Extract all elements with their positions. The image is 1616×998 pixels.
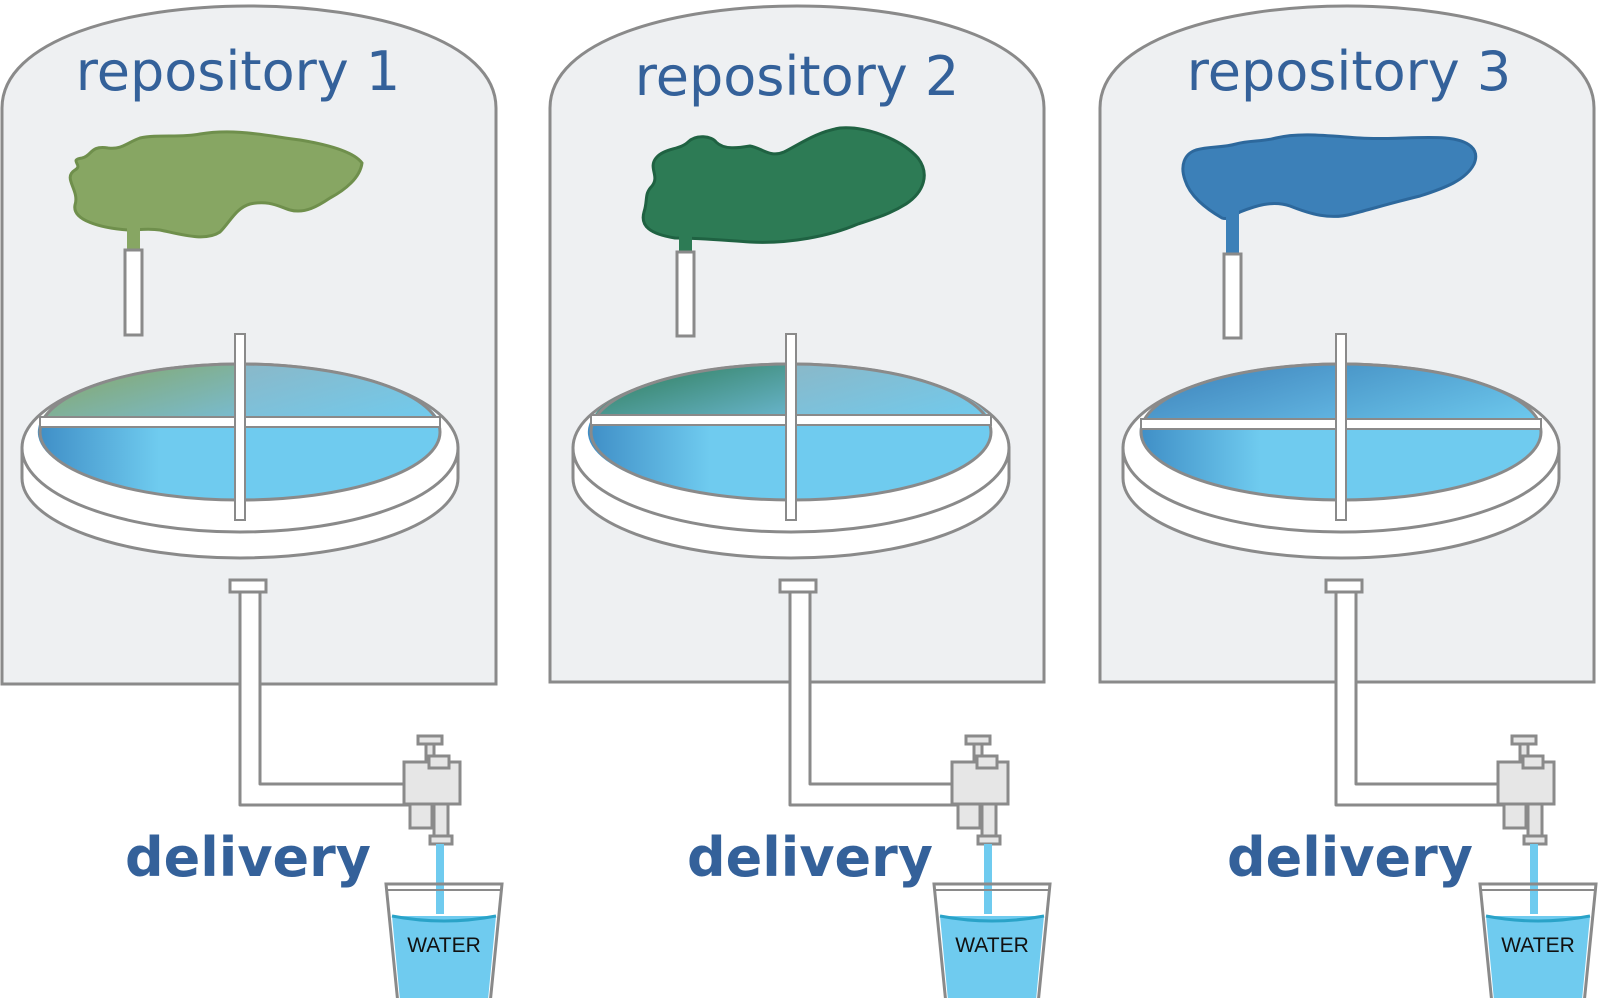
source-blob [68, 130, 364, 239]
inlet-pipe [1222, 252, 1243, 340]
water-cup-icon: WATER [1478, 882, 1598, 998]
treatment-basin [20, 333, 460, 560]
source-stem [127, 226, 140, 252]
cup-label: WATER [1501, 934, 1575, 957]
delivery-label: delivery [125, 826, 371, 889]
cup-label: WATER [955, 934, 1029, 957]
repository-title: repository 1 [76, 40, 401, 103]
source-blob [641, 126, 926, 244]
repository-3: repository 3 de [1098, 4, 1598, 998]
cup-label: WATER [407, 934, 481, 957]
source-blob [1181, 133, 1478, 220]
repository-1: repository 1 de [0, 4, 504, 998]
repository-title: repository 3 [1187, 40, 1512, 103]
repository-2: repository 2 de [548, 4, 1052, 998]
inlet-pipe [123, 248, 144, 337]
water-cup-icon: WATER [932, 882, 1052, 998]
water-stream [1530, 844, 1538, 914]
source-stem [679, 234, 692, 254]
treatment-basin [1121, 333, 1561, 560]
faucet-icon [950, 734, 1010, 846]
delivery-label: delivery [687, 826, 933, 889]
source-stem [1226, 200, 1239, 254]
repository-title: repository 2 [635, 45, 960, 108]
treatment-basin [571, 333, 1011, 560]
faucet-icon [402, 734, 462, 846]
water-cup-icon: WATER [384, 882, 504, 998]
delivery-label: delivery [1227, 826, 1473, 889]
water-stream [436, 844, 444, 914]
water-stream [984, 844, 992, 914]
faucet-icon [1496, 734, 1556, 846]
inlet-pipe [675, 250, 696, 338]
